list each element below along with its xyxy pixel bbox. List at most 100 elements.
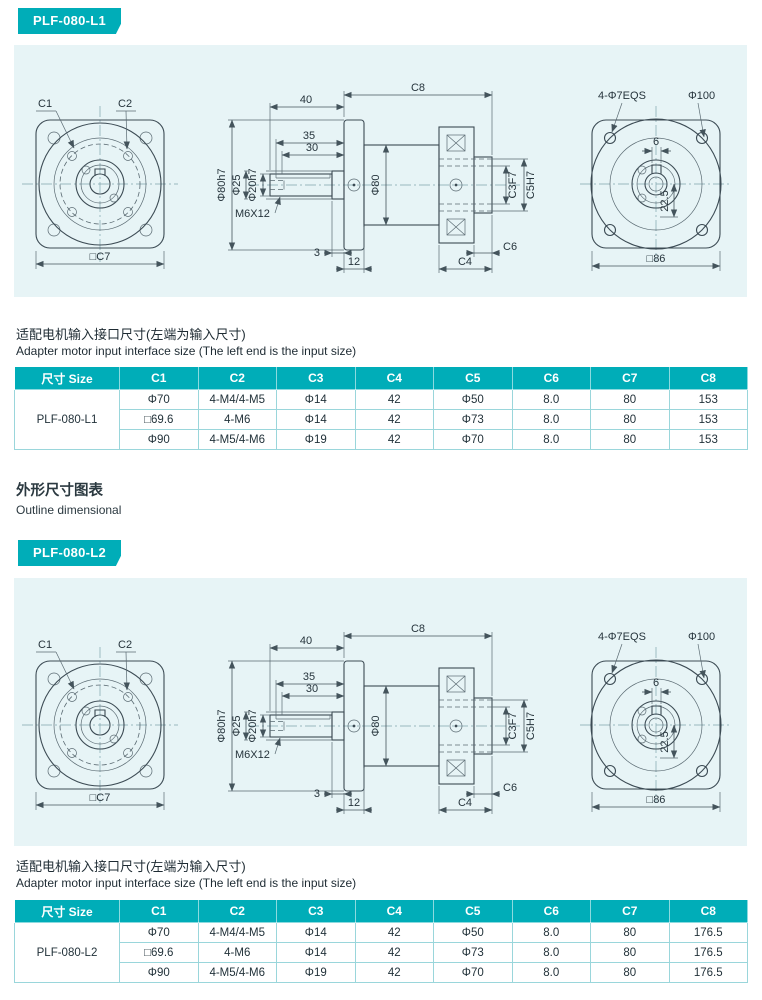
- outline-heading-cn: 外形尺寸图表: [16, 483, 103, 499]
- cell: □69.6: [119, 409, 199, 430]
- side-dim-12: 12: [348, 256, 360, 268]
- cell: 153: [668, 389, 748, 410]
- cell: 80: [590, 389, 670, 410]
- front-dim-c1: C1: [38, 639, 52, 651]
- side-dim-25: Φ25: [231, 174, 243, 195]
- cell: 42: [354, 942, 434, 963]
- model-cell: PLF-080-L1: [14, 389, 120, 450]
- col-header-c2: C2: [197, 366, 277, 390]
- side-dim-35: 35: [303, 671, 315, 683]
- side-dim-c5: C5H7: [525, 171, 537, 199]
- cell: Φ14: [276, 942, 356, 963]
- side-dim-c4: C4: [458, 256, 472, 268]
- rear-dim-225: 22.5: [659, 190, 671, 211]
- model-cell: PLF-080-L2: [14, 922, 120, 983]
- caption-cn-l2: 适配电机输入接口尺寸(左端为输入尺寸): [16, 859, 246, 874]
- rear-dim-6: 6: [653, 677, 659, 689]
- cell: Φ73: [433, 409, 513, 430]
- cell: 80: [590, 429, 670, 450]
- cell: 176.5: [668, 962, 748, 983]
- rear-flange-outline: [591, 660, 721, 790]
- rear-dim-86: □86: [647, 253, 666, 265]
- model-badge-l2: PLF-080-L2: [18, 540, 122, 566]
- rear-dim-225: 22.5: [659, 731, 671, 752]
- front-dim-c2: C2: [118, 639, 132, 651]
- drawing-panel-l2: C1 C2 □C7 C8: [14, 578, 747, 846]
- rear-view: 6 22.5 4-Φ7EQS Φ100 □86: [580, 631, 732, 812]
- side-dim-c6: C6: [503, 782, 517, 794]
- side-dim-80: Φ80: [370, 174, 382, 195]
- table-row: □69.6 4-M6 Φ14 42 Φ73 8.0 80 153: [15, 409, 748, 430]
- gearbox-drawing: C1 C2 □C7 C8: [22, 82, 732, 273]
- side-dim-c4: C4: [458, 797, 472, 809]
- col-header-c8: C8: [668, 366, 748, 390]
- front-dim-c7: □C7: [90, 251, 111, 263]
- cell: 8.0: [511, 389, 591, 410]
- col-header-c7: C7: [590, 366, 670, 390]
- cell: 42: [354, 922, 434, 943]
- cell: Φ50: [433, 922, 513, 943]
- table-header-row: 尺寸 Size C1 C2 C3 C4 C5 C6 C7 C8: [14, 899, 748, 923]
- cell: 4-M6: [197, 942, 277, 963]
- cell: 153: [668, 409, 748, 430]
- cell: Φ90: [119, 962, 199, 983]
- input-hub: [473, 156, 493, 214]
- col-header-c3: C3: [276, 899, 356, 923]
- col-header-c2: C2: [197, 899, 277, 923]
- col-header-c3: C3: [276, 366, 356, 390]
- cell: 42: [354, 389, 434, 410]
- col-header-c8: C8: [668, 899, 748, 923]
- front-dim-c1: C1: [38, 98, 52, 110]
- cell: 8.0: [511, 409, 591, 430]
- side-dim-c8: C8: [411, 623, 425, 635]
- cell: □69.6: [119, 942, 199, 963]
- front-view: C1 C2 □C7: [22, 98, 178, 269]
- table-row: PLF-080-L2 Φ70 4-M4/4-M5 Φ14 42 Φ50 8.0 …: [14, 922, 748, 983]
- cell: 176.5: [668, 922, 748, 943]
- col-header-c5: C5: [433, 899, 513, 923]
- table-row: Φ90 4-M5/4-M6 Φ19 42 Φ70 8.0 80 153: [15, 429, 748, 450]
- side-dim-30: 30: [306, 683, 318, 695]
- cell: Φ50: [433, 389, 513, 410]
- cell: Φ90: [119, 429, 199, 450]
- side-dim-12: 12: [348, 797, 360, 809]
- col-header-c6: C6: [511, 366, 591, 390]
- side-dim-40: 40: [300, 94, 312, 106]
- cell: Φ70: [433, 429, 513, 450]
- table-header-row: 尺寸 Size C1 C2 C3 C4 C5 C6 C7 C8: [14, 366, 748, 390]
- col-header-c1: C1: [119, 899, 199, 923]
- side-dim-tap: M6X12: [235, 208, 270, 220]
- col-header-size: 尺寸 Size: [14, 899, 120, 923]
- cell: 80: [590, 409, 670, 430]
- side-dim-c3: C3F7: [507, 713, 519, 740]
- rear-flange-outline: [591, 119, 721, 249]
- cell: 80: [590, 942, 670, 963]
- cell: 42: [354, 409, 434, 430]
- col-header-size: 尺寸 Size: [14, 366, 120, 390]
- input-hub: [473, 697, 493, 755]
- rear-dim-100: Φ100: [688, 90, 715, 102]
- side-dim-80h7: Φ80h7: [216, 168, 228, 201]
- cell: Φ14: [276, 389, 356, 410]
- dimension-table-l2: 尺寸 Size C1 C2 C3 C4 C5 C6 C7 C8 PLF-080-…: [14, 899, 748, 983]
- cell: Φ73: [433, 942, 513, 963]
- front-dim-c7: □C7: [90, 792, 111, 804]
- side-dim-c6: C6: [503, 241, 517, 253]
- front-view: C1 C2 □C7: [22, 639, 178, 810]
- cell: 4-M5/4-M6: [197, 429, 277, 450]
- cell: 8.0: [511, 922, 591, 943]
- front-dim-c2: C2: [118, 98, 132, 110]
- side-dim-c8: C8: [411, 82, 425, 94]
- side-dim-80: Φ80: [370, 715, 382, 736]
- col-header-c6: C6: [511, 899, 591, 923]
- cell: Φ19: [276, 962, 356, 983]
- cell: 8.0: [511, 962, 591, 983]
- cell: Φ14: [276, 922, 356, 943]
- side-dim-35: 35: [303, 130, 315, 142]
- rear-view: 6 22.5 4-Φ7EQS Φ100 □86: [580, 90, 732, 271]
- side-view: C8 40 35 30 Φ80h7 Φ25 Φ20h7 M6X12 Φ80: [216, 82, 537, 273]
- cell: 153: [668, 429, 748, 450]
- front-flange-outline: [35, 119, 165, 249]
- drawing-panel-l1: C1 C2 □C7 C8: [14, 45, 747, 297]
